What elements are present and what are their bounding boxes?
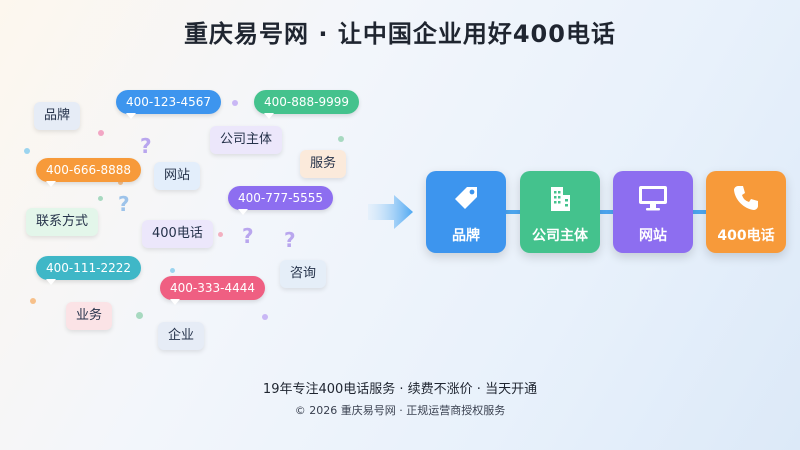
decor-dot — [136, 312, 143, 319]
keyword-tag: 品牌 — [34, 102, 81, 130]
keyword-tag: 业务 — [66, 302, 113, 330]
monitor-icon — [639, 186, 667, 211]
arrow-right-icon — [368, 195, 413, 229]
card-label: 网站 — [639, 228, 667, 244]
keyword-tag: 网站 — [154, 162, 201, 190]
card-website: 网站 — [613, 171, 693, 253]
phone-icon — [734, 186, 758, 210]
decor-dot — [118, 180, 123, 185]
decor-dot — [338, 136, 344, 142]
card-label: 公司主体 — [532, 228, 588, 244]
phone-bubble: 400-666-8888 — [36, 158, 142, 187]
card-label: 400电话 — [717, 228, 775, 244]
phone-bubble: 400-123-4567 — [116, 90, 222, 119]
card-label: 品牌 — [452, 228, 480, 244]
phone-bubble: 400-111-2222 — [36, 256, 142, 285]
decor-dot — [170, 268, 175, 273]
page-title: 重庆易号网 · 让中国企业用好400电话 — [184, 20, 616, 48]
question-mark-icon: ? — [242, 224, 254, 248]
decor-dot — [30, 298, 36, 304]
decor-dot — [98, 130, 104, 136]
keyword-tag: 企业 — [158, 322, 205, 350]
tagline: 19年专注400电话服务 · 续费不涨价 · 当天开通 — [262, 382, 538, 397]
decor-dot — [262, 314, 268, 320]
card-brand: 品牌 — [426, 171, 506, 253]
decor-dot — [24, 148, 30, 154]
card-company: 公司主体 — [520, 171, 600, 253]
question-mark-icon: ? — [140, 134, 152, 158]
question-mark-icon: ? — [118, 192, 130, 216]
tag-icon — [455, 187, 477, 209]
keyword-tag: 400电话 — [142, 220, 213, 248]
decor-dot — [218, 232, 223, 237]
keyword-tag: 服务 — [300, 150, 347, 178]
building-icon — [551, 187, 570, 211]
phone-bubble: 400-333-4444 — [160, 276, 266, 305]
keyword-tag: 联系方式 — [26, 208, 99, 236]
keyword-tag: 咨询 — [280, 260, 327, 288]
question-mark-icon: ? — [284, 228, 296, 252]
keyword-tag: 公司主体 — [210, 126, 283, 154]
decor-dot — [232, 100, 238, 106]
card-400-phone: 400电话 — [706, 171, 786, 253]
decor-dot — [98, 196, 103, 201]
phone-bubble: 400-888-9999 — [254, 90, 360, 119]
copyright: © 2026 重庆易号网 · 正规运营商授权服务 — [294, 404, 506, 417]
phone-bubble: 400-777-5555 — [228, 186, 334, 215]
